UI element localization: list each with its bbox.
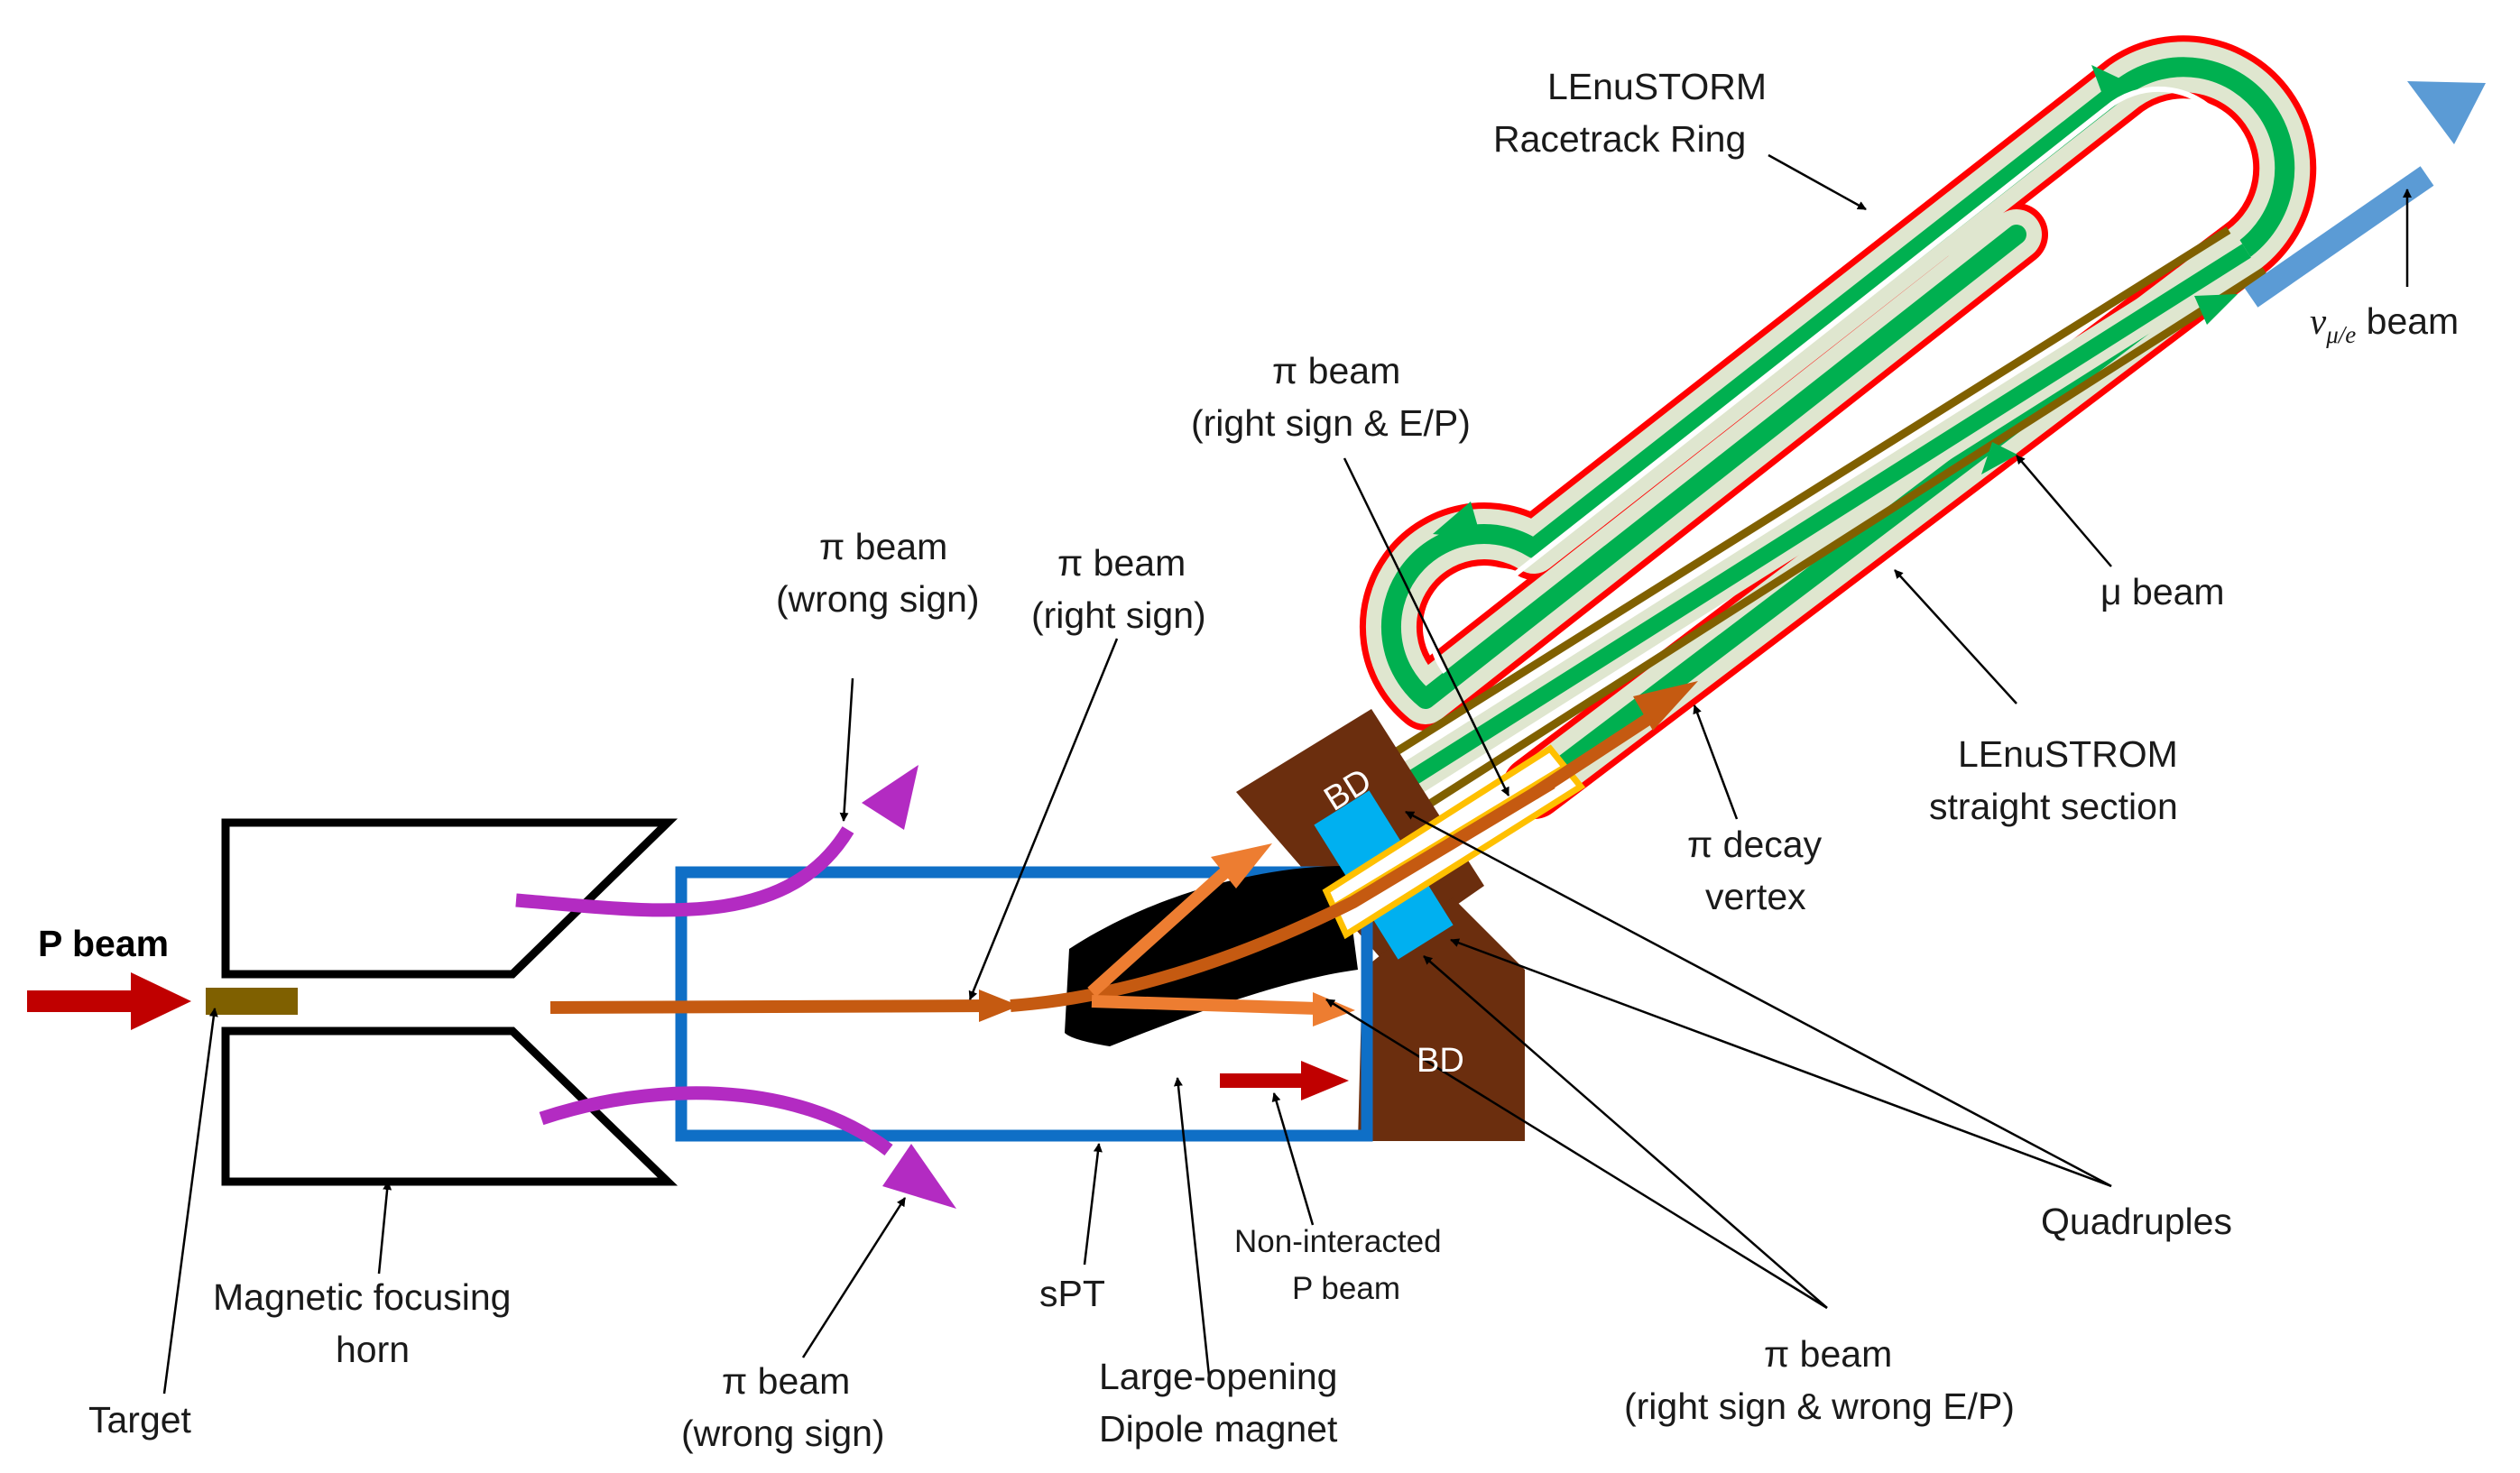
pointer-mu-beam bbox=[2016, 455, 2112, 567]
non-interacted-line1: Non-interacted bbox=[1234, 1224, 1442, 1259]
ring-inner-green bbox=[1380, 57, 2295, 797]
racetrack-ring bbox=[1359, 35, 2317, 819]
pointer-pi-right bbox=[968, 638, 1119, 1000]
pi-right-line1: π beam bbox=[1057, 542, 1186, 584]
p-beam-label: P beam bbox=[38, 923, 169, 964]
mu-beam-label: μ beam bbox=[2100, 571, 2225, 612]
non-interacted-p-beam-arrow bbox=[1220, 1061, 1349, 1100]
pointer-pi-right-wrong-ep-a bbox=[1423, 955, 1828, 1309]
pointer-quadruples-a bbox=[1405, 810, 2112, 1188]
pointer-pi-decay bbox=[1693, 704, 1739, 820]
pi-right-line2: (right sign) bbox=[1031, 594, 1206, 636]
pion-branch-straight bbox=[1091, 992, 1355, 1026]
pion-main-beam bbox=[549, 681, 1698, 1022]
ring-direction-arrows bbox=[1433, 65, 2238, 539]
pi-right-wrong-ep-line2: (right sign & wrong E/P) bbox=[1624, 1386, 2015, 1427]
pi-decay-line1: π decay bbox=[1687, 824, 1823, 865]
pointer-target bbox=[162, 1008, 218, 1395]
pi-wrong-bottom-line1: π beam bbox=[722, 1360, 850, 1402]
pointer-dipole bbox=[1173, 1077, 1211, 1376]
pointer-straight-section bbox=[1894, 569, 2017, 704]
ring-arrow-straight bbox=[1981, 442, 2017, 474]
horn-label-line2: horn bbox=[336, 1329, 410, 1370]
pointer-pi-right-ep bbox=[1343, 457, 1510, 796]
magnetic-focusing-horn bbox=[221, 818, 678, 1186]
nu-beam-label: νμ/e beam bbox=[2310, 300, 2459, 348]
target bbox=[206, 988, 298, 1015]
pointer-pi-wrong-top bbox=[839, 677, 854, 822]
pointer-ring bbox=[1768, 153, 1867, 211]
pi-wrong-top-line1: π beam bbox=[819, 526, 947, 567]
pointer-pi-right-wrong-ep-b bbox=[1325, 998, 1828, 1310]
pion-wrong-sign-top bbox=[515, 765, 918, 917]
horn-label-line1: Magnetic focusing bbox=[213, 1276, 511, 1318]
ring-arrow-right bbox=[2194, 294, 2238, 325]
pointer-non-interacted bbox=[1271, 1092, 1315, 1226]
ring-beige-fill bbox=[1365, 41, 2311, 813]
pion-branch-up bbox=[1087, 843, 1272, 998]
nu-beam-suffix: beam bbox=[2356, 300, 2459, 342]
target-label: Target bbox=[88, 1399, 192, 1441]
pi-wrong-top-line2: (wrong sign) bbox=[776, 578, 980, 620]
nu-symbol: ν bbox=[2310, 300, 2327, 342]
dipole-label-line1: Large-opening bbox=[1099, 1356, 1337, 1397]
pointer-lines bbox=[162, 153, 2412, 1395]
neutrino-beam-arrow bbox=[2244, 81, 2486, 308]
ring-arrow-left bbox=[1433, 502, 1482, 539]
straight-section-line1: LEnuSTROM bbox=[1958, 733, 2178, 775]
straight-section bbox=[1355, 226, 2267, 824]
p-beam-arrow bbox=[27, 972, 191, 1030]
quadruples-label: Quadruples bbox=[2041, 1201, 2232, 1242]
pointer-pi-wrong-bottom bbox=[801, 1197, 907, 1358]
pi-decay-line2: vertex bbox=[1705, 876, 1806, 917]
ring-label-line1: LEnuSTORM bbox=[1547, 66, 1767, 107]
pointer-spt bbox=[1083, 1143, 1103, 1266]
pointer-horn bbox=[377, 1181, 392, 1275]
pi-right-ep-line2: (right sign & E/P) bbox=[1191, 402, 1471, 444]
pi-wrong-bottom-line2: (wrong sign) bbox=[681, 1413, 885, 1454]
spt-label: sPT bbox=[1039, 1273, 1105, 1314]
ring-outer-red bbox=[1359, 35, 2317, 819]
pi-right-wrong-ep-line1: π beam bbox=[1764, 1333, 1892, 1375]
bd-lower-label: BD bbox=[1417, 1042, 1464, 1080]
dipole-label-line2: Dipole magnet bbox=[1099, 1408, 1338, 1450]
ring-label-line2: Racetrack Ring bbox=[1493, 118, 1746, 160]
non-interacted-line2: P beam bbox=[1292, 1271, 1400, 1306]
pointer-quadruples-b bbox=[1450, 938, 2112, 1188]
pi-right-ep-line1: π beam bbox=[1272, 350, 1400, 391]
ring-inner-hole bbox=[1429, 86, 2242, 674]
pion-wrong-sign-bottom bbox=[539, 1086, 956, 1209]
ring-arrow-top bbox=[2091, 65, 2129, 99]
straight-section-line2: straight section bbox=[1929, 786, 2178, 827]
nu-subscript: μ/e bbox=[2325, 321, 2356, 348]
